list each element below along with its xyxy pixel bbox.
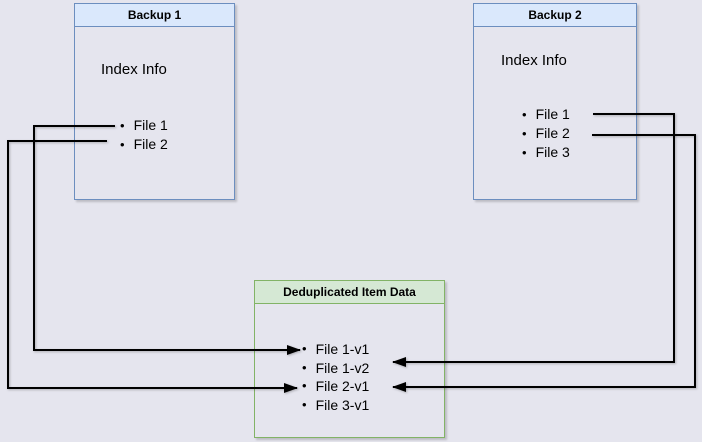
bullet-icon: • — [120, 118, 125, 133]
bullet-icon: • — [522, 107, 527, 122]
backup1-title: Backup 1 — [75, 4, 234, 27]
bullet-icon: • — [302, 396, 307, 412]
list-item-label: File 2-v1 — [315, 378, 370, 394]
backup1-file-list: • File 1 • File 2 — [120, 116, 168, 154]
bullet-icon: • — [120, 137, 125, 152]
list-item: • File 2 — [522, 124, 570, 143]
list-item: • File 3-v1 — [302, 396, 369, 415]
backup2-index-info-label: Index Info — [501, 52, 567, 69]
list-item-label: File 2 — [535, 125, 570, 141]
list-item: • File 2 — [120, 135, 168, 154]
list-item: • File 2-v1 — [302, 377, 369, 396]
bullet-icon: • — [522, 126, 527, 141]
list-item-label: File 3 — [535, 144, 570, 160]
list-item: • File 3 — [522, 143, 570, 162]
list-item: • File 1 — [522, 105, 570, 124]
bullet-icon: • — [522, 145, 527, 160]
dedup-file-list: • File 1-v1 • File 1-v2 • File 2-v1 • File 3-v1 — [302, 340, 369, 414]
list-item-label: File 1-v2 — [315, 359, 370, 376]
list-item-label: File 1 — [535, 106, 570, 122]
bullet-icon: • — [302, 341, 307, 356]
backup2-box: Backup 2 — [473, 3, 637, 200]
bullet-icon: • — [302, 378, 307, 393]
list-item: • File 1 — [120, 116, 168, 135]
dedup-title: Deduplicated Item Data — [255, 281, 444, 304]
bullet-icon: • — [302, 359, 307, 375]
backup1-box: Backup 1 — [74, 3, 235, 200]
list-item-label: File 3-v1 — [315, 396, 370, 413]
backup2-file-list: • File 1 • File 2 • File 3 — [522, 105, 570, 162]
list-item-label: File 1-v1 — [315, 341, 370, 357]
list-item: • File 1-v1 — [302, 340, 369, 359]
backup2-title: Backup 2 — [474, 4, 636, 27]
list-item-label: File 2 — [133, 136, 168, 152]
list-item: • File 1-v2 — [302, 359, 369, 378]
backup1-index-info-label: Index Info — [101, 61, 167, 78]
list-item-label: File 1 — [133, 117, 168, 133]
